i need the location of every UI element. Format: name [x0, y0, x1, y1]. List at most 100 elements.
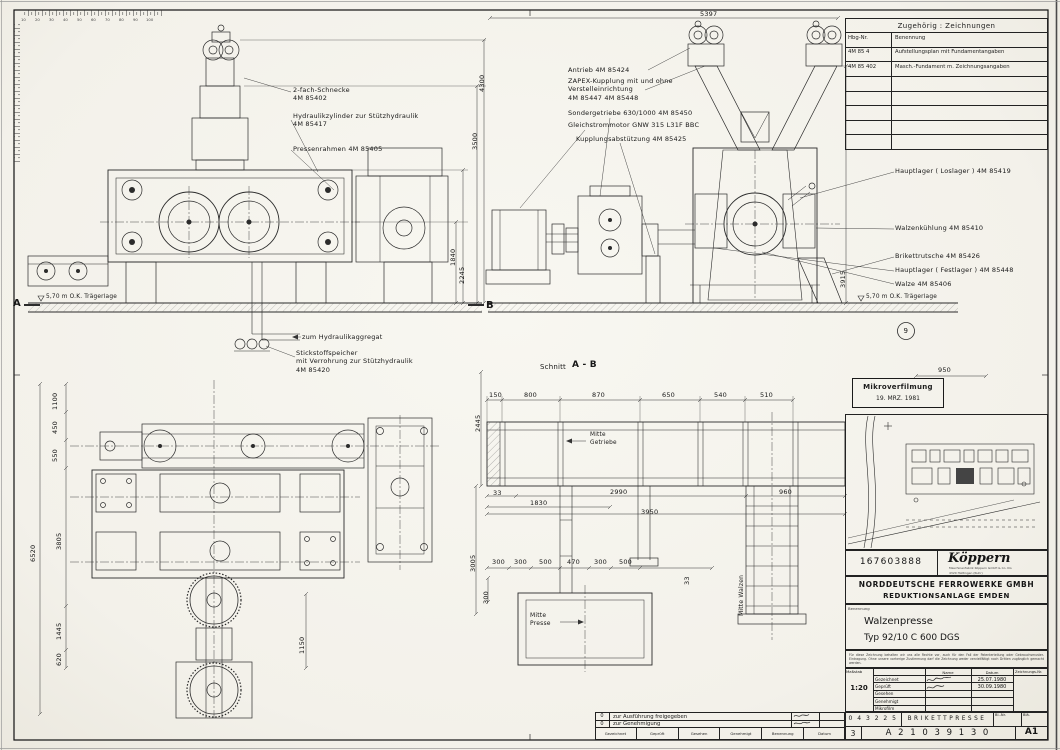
table-row: 4M 85 402 Masch.-Fundament m. Zeichnungs… [846, 62, 1047, 77]
drawing-title: Walzenpresse [864, 616, 933, 627]
divider [1015, 726, 1016, 740]
callout-hauptlager-festlager: Hauptlager ( Festlager ) 4M 85448 [895, 266, 1014, 274]
dim-800: 800 [524, 391, 538, 399]
dim-2245: 2245 [457, 266, 466, 284]
callout-hydraulikaggregat: zum Hydraulikaggregat [302, 333, 383, 341]
approval-row-label: Genehmigt [875, 698, 899, 704]
name-column-label: Name [942, 669, 954, 675]
dim-3805: 3805 [55, 532, 63, 550]
sheet-format: A1 [1024, 727, 1039, 737]
microfilm-stamp: Mikroverfilmung 19. MRZ. 1981 [852, 378, 944, 408]
dim-620: 620 [55, 652, 63, 666]
ruler-number: 80 [119, 16, 124, 22]
divider [846, 726, 1047, 727]
approval-date: 30.09.1980 [977, 684, 1007, 690]
callout-schnecke-l2: 4M 85402 [293, 94, 328, 103]
related-row-nr: 4M 85 402 [846, 62, 892, 76]
callout-gleichstrommotor: Gleichstrommotor GNW 315 L31F BBC [568, 121, 700, 129]
ruler-number: 60 [91, 16, 96, 22]
divider [861, 726, 862, 740]
divider [901, 712, 902, 726]
approval-row-label: Geprüft [875, 683, 891, 689]
dim-5397: 5397 [700, 10, 718, 18]
callout-hauptlager-loslager: Hauptlager ( Loslager ) 4M 85419 [895, 167, 1011, 175]
divider [791, 712, 792, 727]
ruler-number: 30 [49, 16, 54, 22]
related-table-header-name: Benennung [895, 34, 926, 41]
dim-870: 870 [592, 391, 606, 399]
label-mitte-presse: Mitte Presse [530, 612, 551, 628]
table-row: 4M 85 4 Aufstellungsplan mit Fundamentan… [846, 47, 1047, 63]
callout-antrieb: Antrieb 4M 85424 [568, 66, 630, 74]
front-view-drawing [24, 24, 487, 358]
related-row-name: Aufstellungsplan mit Fundamentangaben [895, 49, 1005, 56]
revision-header: Genehmigt [719, 727, 761, 740]
ruler-number: 40 [63, 16, 68, 22]
level-note-left: 5,70 m O.K. Trägerlage [46, 294, 117, 300]
customer-site: REDUKTIONSANLAGE EMDEN [883, 591, 1010, 600]
dim-33: 33 [493, 489, 502, 497]
blatt-label: Blä. [1023, 713, 1030, 717]
dim-550: 550 [51, 448, 59, 462]
ruler-number: 20 [35, 16, 40, 22]
dim-1150: 1150 [298, 636, 306, 654]
revision-text: zur Ausführung freigegeben [613, 713, 688, 720]
label-mitte-presse-l2: Presse [530, 619, 551, 627]
sheet-index: 3 [850, 728, 856, 738]
dim-b500a: 500 [539, 558, 553, 566]
revision-text: zur Genehmigung [613, 721, 661, 727]
drawing-type: Typ 92/10 C 600 DGS [864, 633, 960, 643]
callout-sondergetriebe: Sondergetriebe 630/1000 4M 85450 [568, 109, 693, 117]
zeichnungsnr-label: Zeichnungs-Nr. [1015, 669, 1043, 674]
section-marker-b: B [486, 300, 494, 311]
callout-hydraulik-l1: Hydraulikzylinder zur Stützhydraulik [293, 112, 419, 120]
divider [1021, 712, 1022, 726]
ruler-number: 70 [105, 16, 110, 22]
table-row [846, 135, 1047, 149]
divider [596, 719, 844, 721]
callout-speicher-l1: Stickstoffspeicher [296, 349, 358, 357]
dim-b500b: 500 [619, 558, 633, 566]
divider [873, 675, 1048, 676]
dim-1100: 1100 [51, 392, 59, 410]
revision-header: Gezeichnet [604, 731, 627, 736]
dim-3005: 3005 [469, 554, 477, 572]
level-note-right: 5,70 m O.K. Trägerlage [866, 294, 937, 300]
film-number: 167603888 [859, 557, 923, 567]
table-row [846, 76, 1047, 92]
customer-box [845, 576, 1048, 604]
callout-hydraulik-l2: 4M 85417 [293, 120, 328, 129]
revision-header: Geprüft [635, 727, 678, 740]
manufacturer-address-2: 4320 Hattingen (Ruhr) [949, 570, 983, 575]
section-title-word: Schnitt [540, 363, 566, 371]
microfilm-stamp-title: Mikroverfilmung [863, 383, 933, 391]
datum-column-label: Datum [985, 669, 999, 675]
manufacturer-address-1: Maschinenfabrik Köppern GmbH & Co. KG [949, 566, 1012, 570]
callout-speicher-l3: 4M 85420 [296, 365, 331, 374]
side-view-drawing [485, 15, 958, 340]
revision-header: Benennung [761, 727, 803, 740]
signature-marks [793, 676, 952, 725]
order-word: BRIKETTPRESSE [907, 715, 987, 722]
dim-33b: 33 [683, 576, 691, 585]
blattnr-label: Bl.-Nr. [995, 713, 1006, 717]
divider [1013, 668, 1014, 712]
callout-zapex: ZAPEX-Kupplung mit und ohne Verstelleinr… [568, 77, 673, 102]
divider [873, 704, 1013, 706]
label-mitte-walzen: Mitte Walzen [737, 574, 745, 616]
table-row [846, 120, 1047, 136]
revision-header: Datum [803, 727, 845, 740]
related-row-nr: 4M 85 4 [846, 47, 892, 62]
dim-650: 650 [662, 391, 676, 399]
revision-mark: 0 [600, 713, 604, 719]
divider [819, 712, 820, 727]
dim-1830: 1830 [530, 499, 548, 507]
table-row: Hbg-Nr. Benennung [846, 33, 1047, 48]
site-plan-box [845, 414, 1048, 550]
dim-b300c: 300 [594, 558, 608, 566]
label-mitte-getriebe: Mitte Getriebe [590, 432, 617, 447]
label-mitte-getriebe-l2: Getriebe [590, 439, 617, 446]
divider [873, 697, 1013, 699]
ruler-number: 10 [21, 16, 26, 22]
